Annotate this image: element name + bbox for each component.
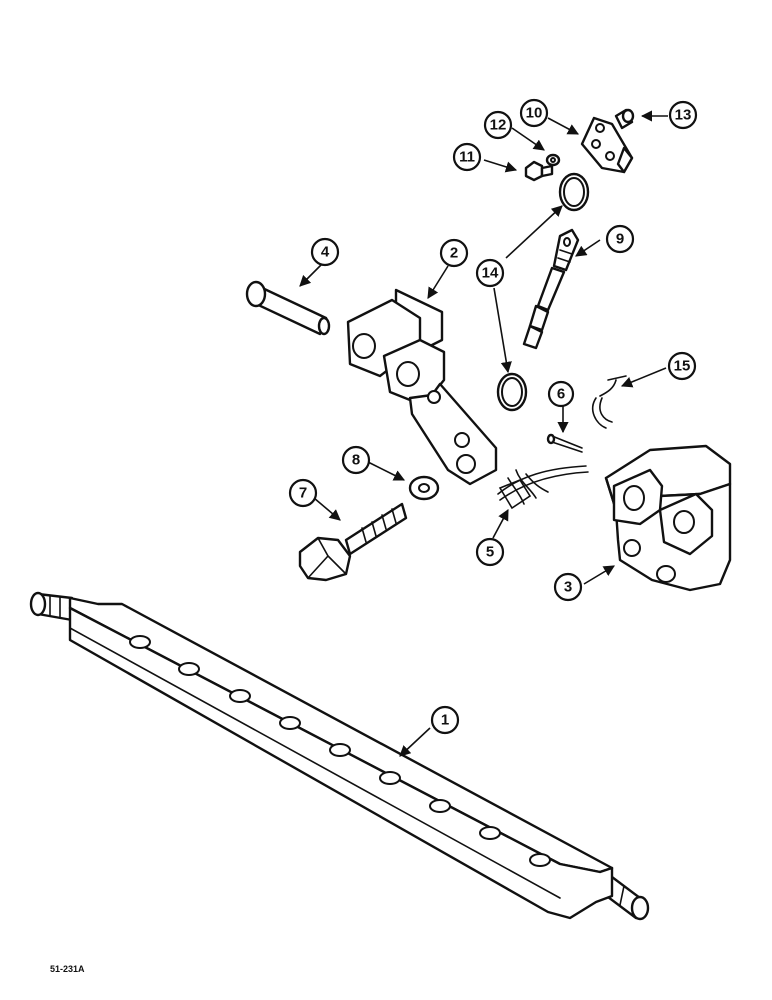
callout-label-5: 5: [486, 544, 494, 561]
callout-label-10: 10: [526, 105, 543, 122]
callout-7: 7: [288, 478, 318, 508]
callout-11: 11: [452, 142, 482, 172]
bushing-part: [614, 108, 635, 130]
callout-13: 13: [668, 100, 698, 130]
callout-5: 5: [475, 537, 505, 567]
callout-label-6: 6: [557, 386, 565, 403]
callout-9: 9: [605, 224, 635, 254]
lynch-pin-part: [591, 375, 627, 429]
callout-label-14: 14: [482, 265, 499, 282]
drawbar-part: [29, 591, 650, 921]
bolt-part: [298, 502, 408, 582]
plate-part: [580, 116, 634, 174]
callout-label-7: 7: [299, 485, 307, 502]
callout-label-15: 15: [674, 358, 691, 375]
callout-label-2: 2: [450, 245, 458, 262]
check-chain-link-part: [522, 228, 580, 350]
ring-part: [496, 172, 590, 412]
callout-label-8: 8: [352, 452, 360, 469]
callout-6: 6: [547, 380, 575, 408]
callout-15: 15: [667, 351, 697, 381]
callout-label-9: 9: [616, 231, 624, 248]
callout-2: 2: [439, 238, 469, 268]
callout-label-13: 13: [675, 107, 692, 124]
callout-label-11: 11: [459, 149, 475, 166]
bracket-left-part: [346, 288, 498, 486]
callout-1: 1: [430, 705, 460, 735]
callout-8: 8: [341, 445, 371, 475]
callout-3: 3: [553, 572, 583, 602]
callout-10: 10: [519, 98, 549, 128]
screw-part: [524, 160, 554, 182]
washer-part: [408, 475, 440, 501]
leader-lines: [299, 110, 668, 757]
pin-part: [245, 280, 331, 336]
lock-washer-part: [545, 153, 561, 167]
callout-14: 14: [475, 258, 505, 288]
bracket-right-part: [604, 444, 732, 592]
callout-label-3: 3: [564, 579, 572, 596]
callout-label-4: 4: [321, 244, 330, 261]
cotter-pin-part: [546, 433, 583, 453]
callout-4: 4: [310, 237, 340, 267]
callout-label-12: 12: [490, 117, 507, 134]
chain-part: [497, 465, 589, 510]
reference-code: 51-231A: [50, 964, 85, 974]
callout-12: 12: [483, 110, 513, 140]
callout-label-1: 1: [441, 712, 449, 729]
